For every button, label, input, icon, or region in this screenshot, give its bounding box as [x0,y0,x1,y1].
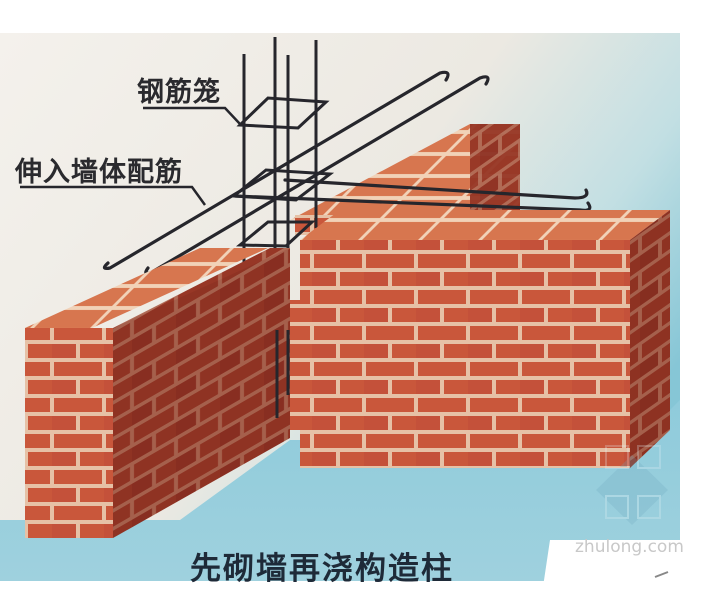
caption: 先砌墙再浇构造柱 [190,551,454,587]
label-rebar-cage: 钢筋笼 [137,77,221,108]
watermark-text: zhulong.com [575,537,684,557]
left-wall-side [113,248,290,538]
right-wall-face [300,240,630,468]
left-wall-face [25,328,113,538]
watermark-logo-icon [596,445,668,525]
label-wall-tie-bars: 伸入墙体配筋 [15,157,183,188]
right-wall-side [630,210,670,468]
leader-lines [20,106,241,206]
